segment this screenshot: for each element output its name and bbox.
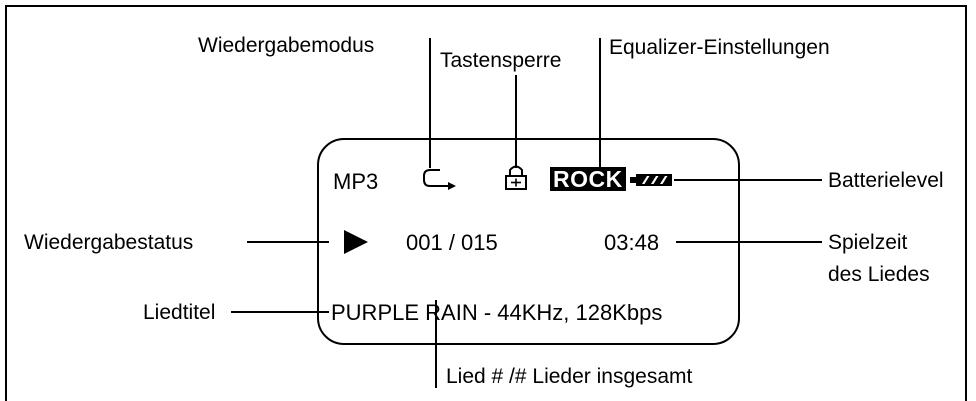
label-batterielevel: Batterielevel <box>828 169 944 192</box>
song-info: PURPLE RAIN - 44KHz, 128Kbps <box>331 300 663 325</box>
play-time: 03:48 <box>604 230 660 255</box>
label-wiedergabemodus: Wiedergabemodus <box>198 34 375 57</box>
label-lied-nummer: Lied # /# Lieder insgesamt <box>446 365 693 388</box>
label-spielzeit-line1: Spielzeit <box>828 231 908 254</box>
play-icon <box>344 230 368 254</box>
lock-icon <box>505 165 527 190</box>
label-spielzeit-line2: des Liedes <box>828 263 930 286</box>
track-counter: 001 / 015 <box>406 230 498 255</box>
label-tastensperre: Tastensperre <box>440 49 562 72</box>
label-wiedergabestatus: Wiedergabestatus <box>24 231 194 254</box>
battery-icon <box>630 174 672 186</box>
label-equalizer: Equalizer-Einstellungen <box>609 36 830 59</box>
equalizer-preset: ROCK <box>550 167 626 191</box>
label-liedtitel: Liedtitel <box>143 301 216 324</box>
format-indicator: MP3 <box>333 169 379 194</box>
repeat-icon <box>423 169 456 190</box>
diagram-frame <box>5 5 967 401</box>
